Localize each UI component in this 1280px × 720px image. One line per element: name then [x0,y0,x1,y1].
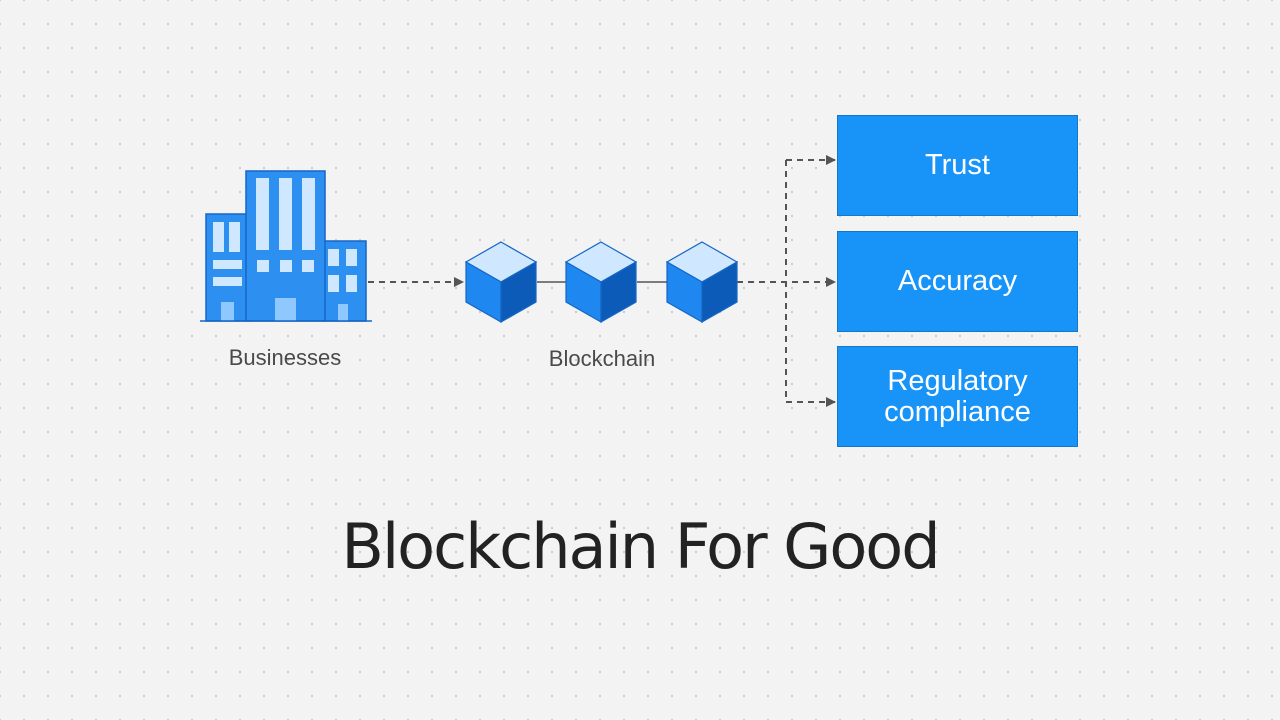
block-cube-icon [464,241,538,324]
office-buildings-icon [200,170,372,322]
outcome-label: Accuracy [897,265,1018,297]
block-cube-icon [564,241,638,324]
block-cube-icon [665,241,739,324]
blockchain-label: Blockchain [548,346,656,371]
businesses-label: Businesses [228,345,342,370]
connector-blockchain-outcomes [737,155,836,407]
outcome-box-regulatory-compliance: Regulatory compliance [837,346,1078,447]
outcome-box-trust: Trust [837,115,1078,216]
page-title: Blockchain For Good [341,510,940,583]
outcome-box-accuracy: Accuracy [837,231,1078,332]
outcome-label: Regulatory compliance [884,364,1031,428]
outcome-label: Trust [925,149,990,181]
